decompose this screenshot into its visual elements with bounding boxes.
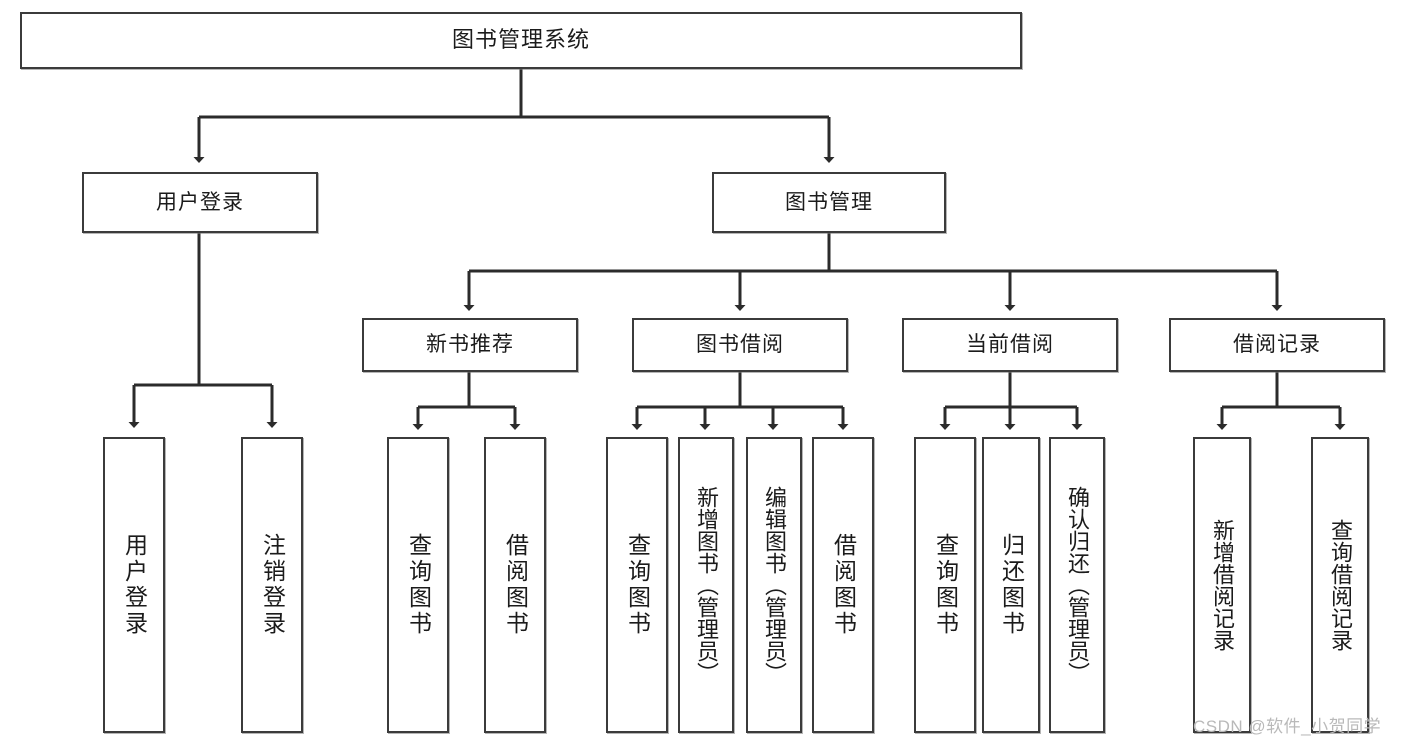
leaf-current-borrow-return[interactable]: 归还图书 [982, 437, 1040, 733]
node-label: 查询借阅记录 [1328, 519, 1353, 651]
node-label: 新书推荐 [426, 333, 514, 357]
leaf-book-borrow-borrow[interactable]: 借阅图书 [812, 437, 874, 733]
node-book-borrow[interactable]: 图书借阅 [632, 318, 848, 372]
node-label: 图书管理系统 [451, 27, 590, 53]
leaf-book-borrow-query[interactable]: 查询图书 [606, 437, 668, 733]
node-label: 借阅图书 [502, 533, 529, 637]
node-label: 注销登录 [259, 533, 286, 637]
node-label: 当前借阅 [966, 333, 1054, 357]
leaf-current-borrow-query[interactable]: 查询图书 [914, 437, 976, 733]
node-label: 查询图书 [624, 533, 651, 637]
watermark-text: CSDN @软件_小贺同学 [1193, 717, 1382, 736]
leaf-current-borrow-confirm-return[interactable]: 确认归还（管理员） [1049, 437, 1105, 733]
leaf-book-borrow-add[interactable]: 新增图书（管理员） [678, 437, 734, 733]
node-user-login[interactable]: 用户登录 [82, 172, 318, 233]
node-current-borrow[interactable]: 当前借阅 [902, 318, 1118, 372]
node-label: 新增图书（管理员） [694, 486, 719, 684]
leaf-borrow-record-query[interactable]: 查询借阅记录 [1311, 437, 1369, 733]
node-label: 借阅图书 [830, 533, 857, 637]
leaf-borrow-record-add[interactable]: 新增借阅记录 [1193, 437, 1251, 733]
node-label: 归还图书 [998, 533, 1025, 637]
node-label: 用户登录 [156, 190, 244, 214]
leaf-new-book-query[interactable]: 查询图书 [387, 437, 449, 733]
node-label: 编辑图书（管理员） [762, 486, 787, 684]
node-new-book-recommend[interactable]: 新书推荐 [362, 318, 578, 372]
leaf-user-login-login[interactable]: 用户登录 [103, 437, 165, 733]
node-label: 用户登录 [121, 533, 148, 637]
node-book-management[interactable]: 图书管理 [712, 172, 946, 233]
node-root-system[interactable]: 图书管理系统 [20, 12, 1022, 69]
node-label: 查询图书 [932, 533, 959, 637]
node-label: 借阅记录 [1233, 333, 1321, 357]
node-label: 图书管理 [785, 190, 873, 214]
node-label: 新增借阅记录 [1210, 519, 1235, 651]
leaf-book-borrow-edit[interactable]: 编辑图书（管理员） [746, 437, 802, 733]
node-label: 图书借阅 [696, 333, 784, 357]
node-label: 查询图书 [405, 533, 432, 637]
node-borrow-record[interactable]: 借阅记录 [1169, 318, 1385, 372]
leaf-new-book-borrow[interactable]: 借阅图书 [484, 437, 546, 733]
leaf-user-login-logout[interactable]: 注销登录 [241, 437, 303, 733]
node-label: 确认归还（管理员） [1065, 486, 1090, 684]
